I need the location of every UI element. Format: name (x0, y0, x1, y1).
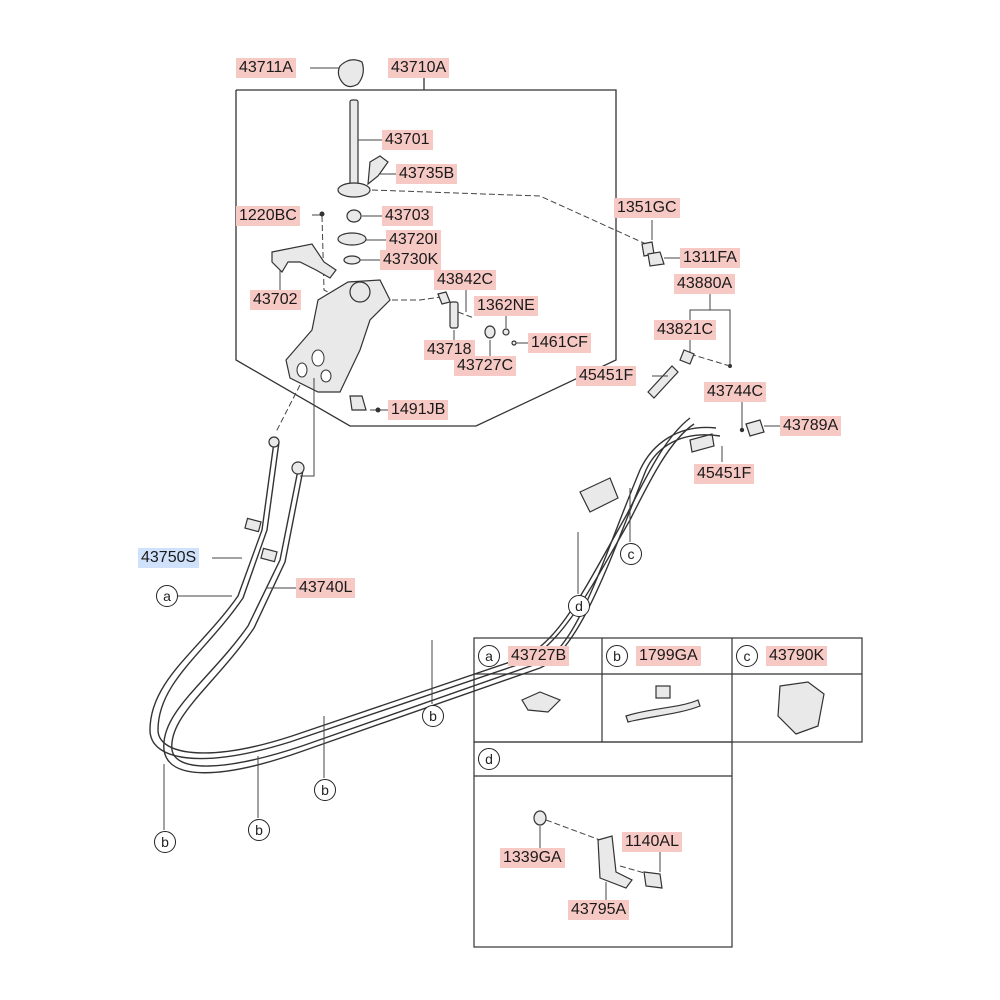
label-1491JB[interactable]: 1491JB (388, 400, 449, 420)
tie-head-icon (655, 685, 671, 699)
cable-43750S (149, 423, 695, 760)
label-1362NE[interactable]: 1362NE (474, 296, 538, 316)
bracket-43702 (271, 243, 337, 279)
plate-43720I (337, 232, 367, 246)
label-43740L[interactable]: 43740L (296, 578, 356, 598)
housing-top (349, 281, 371, 303)
shift-knob (337, 59, 364, 88)
label-1351GC[interactable]: 1351GC (614, 198, 680, 218)
legend-callout-a: a (478, 645, 500, 667)
leader-housing-cable (300, 378, 315, 477)
dash-housing-link (275, 384, 301, 433)
clevis-43718 (449, 301, 459, 329)
pin-1461CF (511, 340, 517, 346)
label-43711A[interactable]: 43711A (236, 58, 296, 78)
dash-43821C (689, 353, 731, 367)
cable-43740L (163, 434, 721, 774)
label-43789A[interactable]: 43789A (780, 416, 842, 436)
legend-label-43795A[interactable]: 43795A (568, 900, 630, 920)
dash-43842C (392, 295, 449, 301)
legend-label-43727B[interactable]: 43727B (508, 646, 570, 666)
label-43727C[interactable]: 43727C (454, 356, 517, 376)
housing-hole-2 (296, 362, 308, 378)
bushing-43703 (346, 209, 362, 223)
bracket-43790K-icon (777, 681, 825, 735)
housing-hole-1 (311, 349, 325, 367)
housing-hole-3 (320, 369, 332, 383)
pin-43744C (739, 427, 745, 433)
label-43730K[interactable]: 43730K (380, 250, 442, 270)
bolt-1140AL-icon (643, 871, 663, 889)
shifter-housing (285, 279, 391, 393)
label-1220BC[interactable]: 1220BC (236, 206, 300, 226)
cable-joiner (579, 477, 619, 513)
cable-end-43789A (745, 419, 765, 437)
lever-clip (367, 155, 389, 186)
cable-clip-right (260, 547, 278, 563)
label-43703[interactable]: 43703 (382, 206, 433, 226)
ring-43730K (343, 255, 361, 265)
label-43718[interactable]: 43718 (424, 340, 475, 360)
legend-callout-b: b (606, 645, 628, 667)
label-43720I[interactable]: 43720I (386, 230, 441, 250)
cable-end-left (268, 436, 280, 448)
legend-label-1339GA[interactable]: 1339GA (500, 848, 565, 868)
cable-clip-left (244, 517, 262, 533)
nut-1339GA-icon (533, 810, 547, 826)
shift-lever-ball (337, 182, 371, 198)
label-43880A[interactable]: 43880A (674, 274, 736, 294)
cable-end-43821C (679, 349, 695, 365)
callout-d: d (568, 595, 590, 617)
bolt-1220BC (319, 211, 325, 217)
pin-43842C (437, 291, 451, 305)
legend-d-table (473, 741, 733, 948)
cable-43740L-b (171, 426, 717, 767)
callout-b-3: b (248, 819, 270, 841)
legend-label-43790K[interactable]: 43790K (766, 646, 828, 666)
legend-label-1140AL[interactable]: 1140AL (622, 832, 682, 852)
label-45451F-bottom[interactable]: 45451F (694, 464, 755, 484)
label-1461CF[interactable]: 1461CF (528, 333, 591, 353)
dash-1220BC (321, 215, 345, 301)
label-43735B[interactable]: 43735B (396, 164, 458, 184)
legend-callout-c: c (736, 645, 758, 667)
shift-lever-shaft (349, 99, 359, 191)
legend-callout-d: d (478, 748, 500, 770)
dash-1362NE (457, 311, 475, 319)
legend-label-1799GA[interactable]: 1799GA (636, 646, 701, 666)
bracket-43795A-icon (597, 835, 633, 889)
callout-b-1: b (422, 705, 444, 727)
callout-a: a (156, 585, 178, 607)
label-43710A[interactable]: 43710A (388, 58, 450, 78)
washer-1362NE (502, 328, 510, 336)
label-43750S[interactable]: 43750S (138, 548, 200, 568)
dash-link-1351GC (371, 189, 647, 245)
label-43821C[interactable]: 43821C (654, 320, 717, 340)
label-45451F-top[interactable]: 45451F (576, 366, 637, 386)
nut-1311FA (647, 251, 665, 267)
cable-sleeve-upper (647, 365, 679, 399)
label-1311FA[interactable]: 1311FA (680, 248, 740, 268)
label-43744C[interactable]: 43744C (704, 382, 767, 402)
callout-c: c (620, 543, 642, 565)
callout-b-2: b (314, 779, 336, 801)
cable-sleeve-lower (689, 433, 715, 453)
nut-43727C (484, 325, 496, 339)
clip-1491JB (349, 395, 367, 411)
bolt-1491JB (375, 407, 381, 413)
cable-end-right (291, 461, 305, 475)
label-43842C[interactable]: 43842C (434, 270, 497, 290)
label-43701[interactable]: 43701 (382, 130, 433, 150)
clip-43727B-icon (521, 691, 562, 713)
tie-1799GA-icon (625, 699, 701, 723)
callout-b-4: b (154, 831, 176, 853)
dash-d-assembly (545, 819, 601, 841)
dash-d-bolt (619, 865, 649, 875)
assembly-outline (235, 89, 617, 427)
label-43702[interactable]: 43702 (250, 290, 301, 310)
